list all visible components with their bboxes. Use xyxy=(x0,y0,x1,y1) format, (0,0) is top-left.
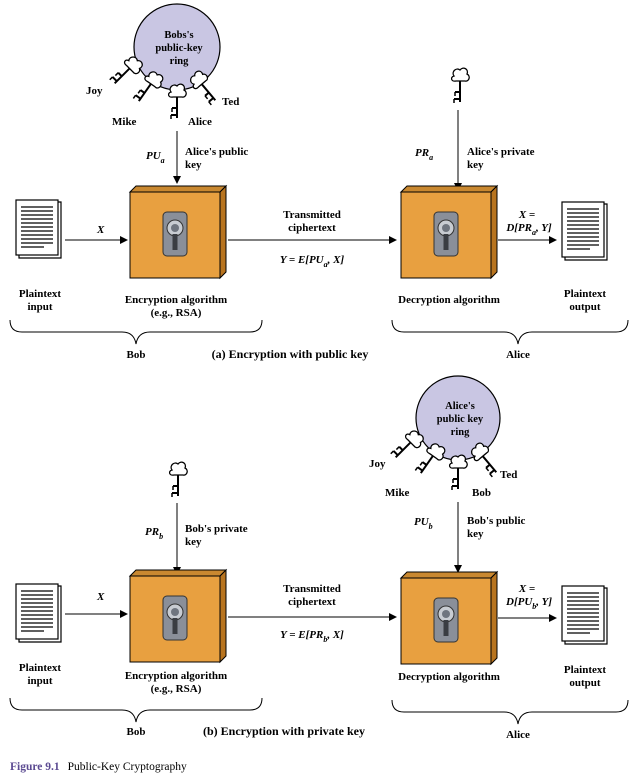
encryption-algorithm-label-2: (e.g., RSA) xyxy=(151,683,202,695)
private-key-icon xyxy=(168,461,189,498)
decryption-key-symbol: PUb xyxy=(414,516,433,531)
output-equation: D[PUb, Y] xyxy=(505,596,552,611)
input-variable: X xyxy=(96,224,105,236)
figure-title: Public-Key Cryptography xyxy=(67,761,187,773)
output-equation-top: X = xyxy=(518,209,535,221)
ciphertext-equation: Y = E[PRb, X] xyxy=(280,629,344,644)
encryption-key-desc-1: Bob's private xyxy=(185,523,248,535)
encryption-box xyxy=(129,185,227,279)
ring-label-line-3: ring xyxy=(451,427,470,438)
transmitted-label-2: ciphertext xyxy=(288,222,336,234)
left-party-label: Bob xyxy=(127,726,146,738)
figure-caption: Figure 9.1 Public-Key Cryptography xyxy=(10,761,187,773)
decryption-box xyxy=(400,571,498,665)
input-variable: X xyxy=(96,591,105,603)
ring-key-alice: Alice xyxy=(188,116,212,128)
plaintext-input-label-2: input xyxy=(27,301,52,313)
private-key-icon xyxy=(450,67,471,104)
plaintext-output-label-2: output xyxy=(569,677,601,689)
plaintext-input-document-icon xyxy=(15,199,62,259)
plaintext-input-label-2: input xyxy=(27,675,52,687)
encryption-key-symbol: PRb xyxy=(145,526,163,541)
ring-key-joy: Joy xyxy=(86,85,103,97)
transmitted-label-1: Transmitted xyxy=(283,583,341,595)
panel-a-title: (a) Encryption with public key xyxy=(212,347,369,361)
decryption-key-desc-1: Alice's private xyxy=(467,146,535,158)
left-party-label: Bob xyxy=(127,349,146,361)
key-icon xyxy=(167,83,188,120)
key-icon xyxy=(448,454,469,491)
decryption-box xyxy=(400,185,498,279)
bob-brace xyxy=(9,319,263,345)
decryption-key-desc-2: key xyxy=(467,159,484,171)
ring-label-line-1: Bobs's xyxy=(164,30,193,41)
ring-label-line-3: ring xyxy=(170,56,189,67)
alice-brace xyxy=(391,699,629,725)
alice-brace xyxy=(391,319,629,345)
ring-key-ted: Ted xyxy=(500,469,517,481)
encryption-key-desc-1: Alice's public xyxy=(185,146,248,158)
plaintext-output-label-1: Plaintext xyxy=(564,664,606,676)
transmitted-label-2: ciphertext xyxy=(288,596,336,608)
ring-key-mike: Mike xyxy=(112,116,137,128)
ring-label-line-2: public-key xyxy=(155,43,203,54)
plaintext-output-label-1: Plaintext xyxy=(564,288,606,300)
ring-label-line-1: Alice's xyxy=(445,401,475,412)
bob-brace xyxy=(9,697,263,723)
ring-key-ted: Ted xyxy=(222,96,239,108)
ring-key-mike: Mike xyxy=(385,487,410,499)
encryption-algorithm-label-2: (e.g., RSA) xyxy=(151,307,202,319)
figure-number: Figure 9.1 xyxy=(10,761,60,773)
decryption-key-symbol: PRa xyxy=(415,147,433,162)
key-icon xyxy=(130,67,167,109)
ring-key-bob: Bob xyxy=(472,487,491,499)
encryption-algorithm-label-1: Encryption algorithm xyxy=(125,670,227,682)
plaintext-output-document-icon xyxy=(561,585,608,645)
encryption-box xyxy=(129,569,227,663)
panel-b: Alice's public key ring Joy Mike Bob Ted… xyxy=(9,375,629,741)
decryption-algorithm-label: Decryption algorithm xyxy=(398,671,500,683)
plaintext-input-label-1: Plaintext xyxy=(19,288,61,300)
output-equation: D[PRa, Y] xyxy=(505,222,552,237)
encryption-key-desc-2: key xyxy=(185,536,202,548)
ciphertext-equation: Y = E[PUa, X] xyxy=(280,254,345,269)
encryption-key-symbol: PUa xyxy=(146,150,165,165)
right-party-label: Alice xyxy=(506,729,530,741)
decryption-algorithm-label: Decryption algorithm xyxy=(398,294,500,306)
right-party-label: Alice xyxy=(506,349,530,361)
output-equation-top: X = xyxy=(518,583,535,595)
panel-b-title: (b) Encryption with private key xyxy=(203,724,365,738)
plaintext-input-label-1: Plaintext xyxy=(19,662,61,674)
panel-a: Bobs's public-key ring Joy Mike Alice Te… xyxy=(9,3,629,361)
ring-key-joy: Joy xyxy=(369,458,386,470)
transmitted-label-1: Transmitted xyxy=(283,209,341,221)
decryption-key-desc-2: key xyxy=(467,528,484,540)
plaintext-input-document-icon xyxy=(15,583,62,643)
decryption-key-desc-1: Bob's public xyxy=(467,515,526,527)
encryption-algorithm-label-1: Encryption algorithm xyxy=(125,294,227,306)
plaintext-output-label-2: output xyxy=(569,301,601,313)
encryption-key-desc-2: key xyxy=(185,159,202,171)
ring-label-line-2: public key xyxy=(437,414,484,425)
plaintext-output-document-icon xyxy=(561,201,608,261)
